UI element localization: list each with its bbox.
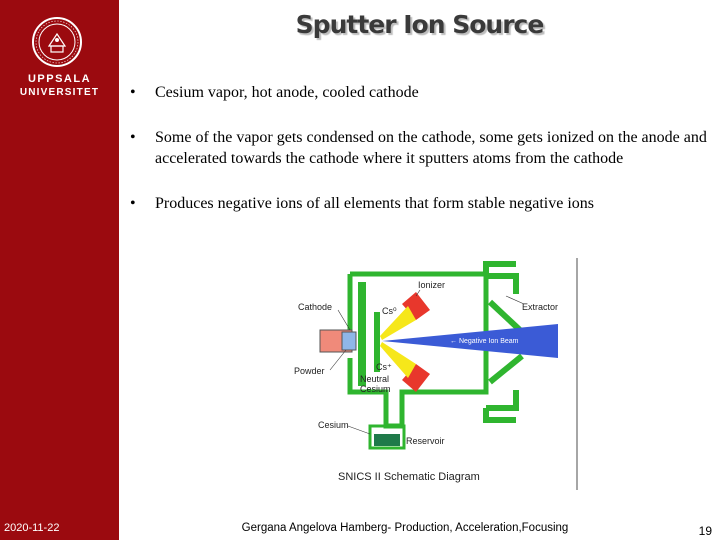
- extractor-top: [483, 261, 519, 294]
- cathode-holder: [374, 312, 380, 372]
- beam-label: ← Negative Ion Beam: [450, 338, 519, 345]
- university-name-line2: UNIVERSITET: [19, 87, 100, 98]
- cesium-label: Cesium: [318, 420, 349, 430]
- bullet-text: Produces negative ions of all elements t…: [155, 195, 594, 212]
- university-name-line1: UPPSALA: [27, 73, 92, 85]
- extractor-label: Extractor: [522, 302, 558, 312]
- bullet-item: • Cesium vapor, hot anode, cooled cathode: [128, 82, 713, 103]
- bullet-marker: •: [130, 84, 136, 101]
- cathode-tip: [341, 331, 357, 351]
- reservoir-housing: [368, 424, 406, 450]
- extractor-lower-blade: [488, 353, 524, 385]
- neutral-cesium-label: Cesium: [360, 384, 391, 394]
- snics-schematic-diagram: Cathode Ionizer Extractor Cs⁰ Cs⁺ Neutra…: [294, 258, 578, 490]
- bullet-list: • Cesium vapor, hot anode, cooled cathode…: [128, 82, 713, 238]
- university-sidebar: UPPSALA UNIVERSITET 2020-11-22: [0, 0, 119, 540]
- cs-ion-label: Cs⁺: [376, 362, 392, 372]
- cesium-stream-lower: [380, 342, 416, 378]
- bullet-marker: •: [130, 129, 136, 146]
- ionizer-lower-plate: [402, 364, 430, 392]
- ionizer-upper-plate: [402, 292, 430, 320]
- bullet-marker: •: [130, 195, 136, 212]
- bullet-text: Cesium vapor, hot anode, cooled cathode: [155, 84, 419, 101]
- slide-title: Sputter Ion Source: [295, 10, 545, 39]
- powder-label: Powder: [294, 366, 325, 376]
- bullet-item: • Some of the vapor gets condensed on the…: [128, 127, 713, 169]
- slide-date: 2020-11-22: [4, 522, 60, 534]
- slide-footer: Gergana Angelova Hamberg- Production, Ac…: [241, 522, 569, 534]
- extractor-upper-blade: [487, 299, 525, 335]
- negative-ion-beam: [382, 324, 558, 358]
- cs-neutral-label: Cs⁰: [382, 306, 397, 316]
- inner-frame-left: [358, 282, 366, 386]
- cathode-label: Cathode: [298, 302, 332, 312]
- neutral-label: Neutral: [360, 374, 389, 384]
- reservoir-label: Reservoir: [406, 436, 445, 446]
- cesium-stream-upper: [380, 306, 416, 340]
- bullet-item: • Produces negative ions of all elements …: [128, 193, 713, 214]
- diagram-caption: SNICS II Schematic Diagram: [338, 471, 480, 483]
- ionizer-label: Ionizer: [418, 280, 445, 290]
- page-number: 19: [698, 524, 712, 538]
- bullet-text: Some of the vapor gets condensed on the …: [155, 129, 707, 167]
- extractor-bottom: [483, 390, 519, 423]
- university-seal-icon: [32, 17, 82, 67]
- reservoir-fill: [374, 434, 400, 446]
